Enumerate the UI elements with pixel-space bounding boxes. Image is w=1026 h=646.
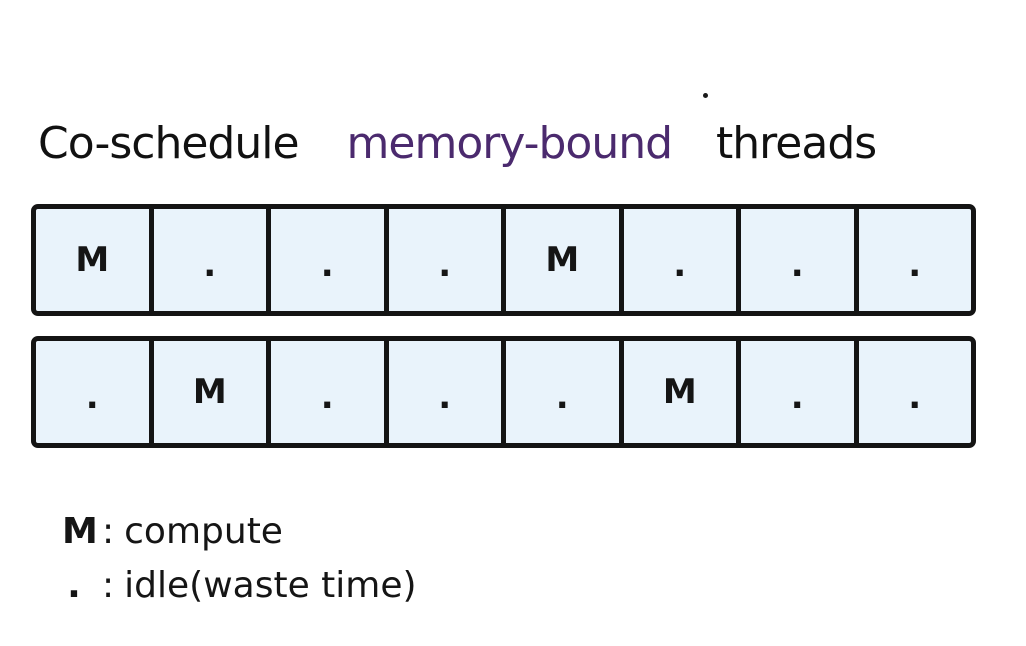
slot-cell: M: [36, 209, 154, 311]
slot-cell: .: [271, 209, 389, 311]
slot-cell: .: [36, 341, 154, 443]
legend-compute: M : compute: [62, 505, 417, 559]
title-part-co-schedule: Co-schedule: [38, 118, 300, 169]
slot-cell: .: [506, 341, 624, 443]
title-part-memory-bound: memory-bound: [346, 118, 673, 169]
slot-cell: .: [624, 209, 741, 311]
legend-dot-separator: :: [102, 565, 115, 606]
title-part-threads: threads: [716, 118, 877, 169]
slot-cell: .: [271, 341, 389, 443]
slot-cell: .: [154, 209, 271, 311]
slot-cell: .: [908, 377, 922, 417]
legend-dot-symbol: .: [67, 565, 81, 606]
thread-row-2: . M . . . M . .: [31, 336, 976, 448]
slot-cell: .: [389, 209, 506, 311]
slot-cell: M: [506, 209, 624, 311]
legend-dot-text: idle(waste time): [124, 565, 417, 606]
slot-cell: .: [908, 245, 922, 285]
legend-m-symbol: M: [62, 511, 98, 552]
legend: M : compute . : idle(waste time): [62, 505, 417, 613]
slot-cell: .: [389, 341, 506, 443]
slot-cell: M: [624, 341, 741, 443]
legend-idle: . : idle(waste time): [62, 559, 417, 613]
thread-row-1: M . . . M . . .: [31, 204, 976, 316]
legend-m-text: compute: [124, 511, 283, 552]
stray-pen-dot: [703, 93, 708, 98]
slide-title: Co-schedule memory-bound threads: [38, 118, 877, 188]
slot-cell: .: [741, 209, 859, 311]
slot-cell: .: [741, 341, 859, 443]
slot-cell: M: [154, 341, 271, 443]
legend-m-separator: :: [102, 511, 115, 552]
